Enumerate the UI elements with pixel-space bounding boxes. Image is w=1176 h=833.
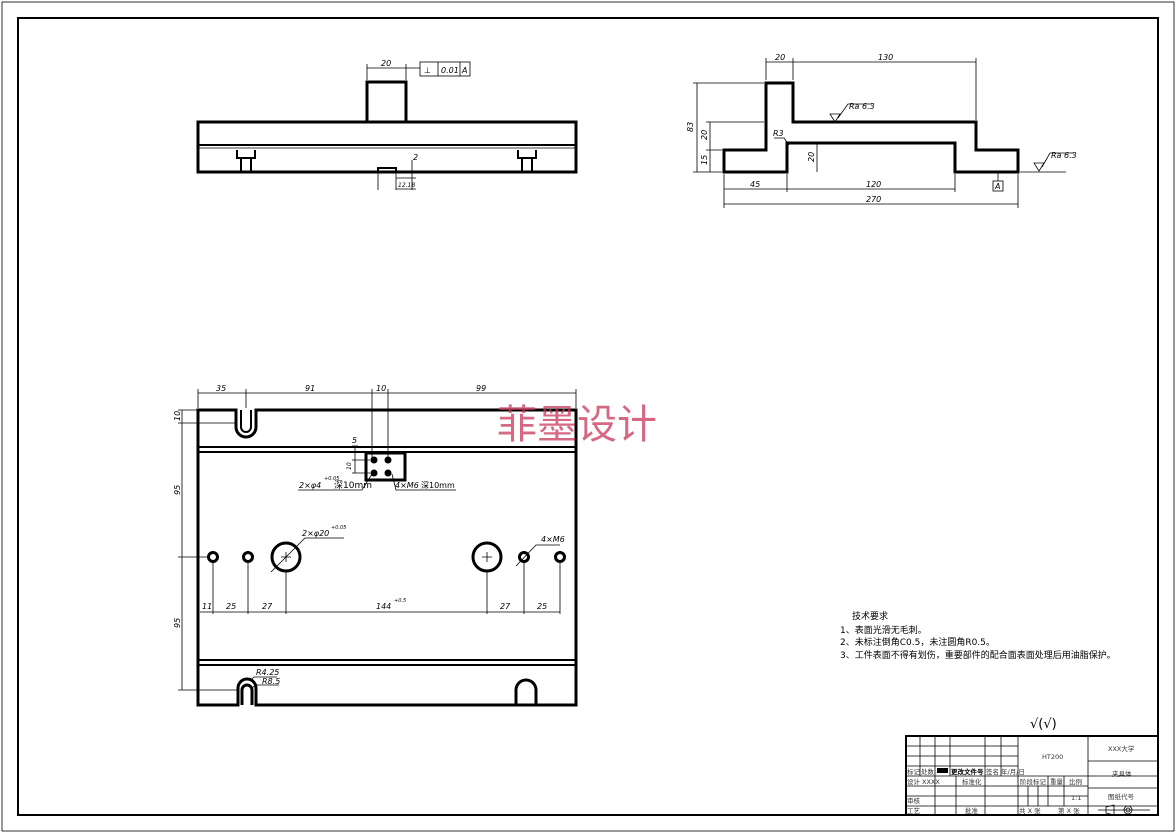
change-doc-label: 更改文件号 [951,767,984,776]
tolerance-symbol: ⊥ [424,66,431,75]
scale-value: 1:1 [1071,794,1081,802]
top-dim: 91 [305,384,315,393]
groove-width-dim: 12.18 [398,182,415,189]
weight-label: 重量 [1050,778,1064,786]
drawing-border [17,17,1159,816]
bottom-dim: 25 [226,602,236,611]
zone-redacted [937,768,948,773]
thread-holes [207,551,566,563]
roughness-label: Ra 6.3 [1051,151,1077,160]
dim-mid-height: 20 [700,130,709,140]
school-name: XXX大学 [1108,744,1135,753]
pocket [364,451,407,482]
signature-label: 签名 [986,767,999,776]
bottom-dim: 27 [262,602,273,611]
side-view: 20 130 83 20 15 20 45 120 270 R3 Ra 6.3 … [686,53,1077,208]
scale-label: 比例 [1069,777,1082,786]
tolerance-frame [419,61,471,77]
approve-label: 批准 [965,806,979,815]
dim-recess-width: 120 [866,180,881,189]
design-label: 设计 [907,777,921,786]
dim-total-width: 270 [866,195,881,204]
side-thread-note: 4×M6 [541,535,565,544]
dim-left: 45 [750,180,760,189]
tolerance-value: 0.01 [441,66,459,75]
left-dim: 95 [173,485,182,495]
thread-depth: 深10mm [421,481,455,490]
boss-width-dim: 20 [381,59,391,68]
material: HT200 [1042,753,1063,761]
top-dim: 99 [476,384,486,393]
big-hole-tol: +0.05 [331,525,346,531]
bottom-dim: 25 [537,602,547,611]
pocket-dim: 10 [346,462,353,470]
projection-symbol-icon [1098,804,1150,816]
thread-note: 4×M6 [395,481,419,490]
center-tol: +0.5 [394,598,406,604]
top-dim: 35 [216,384,226,393]
left-dim: 95 [173,618,182,628]
pin-hole-depth: 深10mm [334,480,372,491]
part-name: 夹具体 [1112,769,1132,778]
requirement-item: 1、表面光滑无毛刺。 [840,624,927,636]
big-hole-note: 2×φ20 [302,529,329,538]
date-label: 年/月/日 [1001,767,1025,776]
datum-label: A [994,182,1000,191]
plan-view: 35 91 10 99 10 95 95 5 10 2×φ4 +0.05 深10… [173,384,578,707]
pin-hole-tol: +0.05 [324,476,339,482]
dim-recess-height: 20 [807,152,816,162]
watermark: 菲墨设计 [497,402,657,448]
dim-top-boss: 20 [775,53,785,62]
dim-base-height: 15 [700,155,709,165]
technical-requirements: 技术要求 1、表面光滑无毛刺。 2、未标注倒角C0.5，未注圆角R0.5。 3、… [840,610,1116,661]
standardize-label: 标准化 [962,777,982,786]
drawing-number-label: 图纸代号 [1108,792,1135,801]
left-dim: 10 [173,411,182,421]
tolerance-datum: A [461,66,467,75]
roughness-icon [1020,152,1074,173]
radius-label: R8.5 [262,677,280,686]
fillet-label: R3 [773,129,784,138]
roughness-label: Ra 6.3 [849,102,875,111]
mark-label: 标记 [907,767,921,776]
dim-total-height: 83 [686,122,695,132]
count-label: 处数 [921,767,935,776]
total-sheets: 共 X 张 [1019,806,1041,815]
dim-top-span: 130 [878,53,893,62]
pin-hole-note: 2×φ4 [299,481,321,490]
review-label: 审核 [907,796,921,805]
front-view: 20 ⊥ 0.01 A 2 12.18 [196,59,578,190]
roughness-symbol: √(√) [1030,717,1057,732]
requirements-title: 技术要求 [852,610,888,622]
bottom-dim: 144 [376,602,391,611]
designer: XXXX [922,778,940,786]
roughness-icon [829,103,872,123]
requirement-item: 3、工件表面不得有划伤，重要部件的配合面表面处理后用油脂保护。 [840,649,1116,661]
bottom-dim: 27 [500,602,511,611]
requirement-item: 2、未标注倒角C0.5，未注圆角R0.5。 [840,636,995,648]
bottom-dim: 11 [202,602,212,611]
stage-mark-label: 阶段标记 [1020,777,1047,786]
top-dim: 10 [376,384,386,393]
groove-depth-dim: 2 [413,153,418,162]
radius-label: R4.25 [256,668,279,677]
process-label: 工艺 [907,807,921,815]
title-block: 标记 处数 更改文件号 签名 年/月/日 设计 XXXX 标准化 审核 工艺 批… [905,735,1159,816]
sheet-number: 第 X 张 [1058,806,1080,815]
pocket-dim: 5 [352,436,357,445]
